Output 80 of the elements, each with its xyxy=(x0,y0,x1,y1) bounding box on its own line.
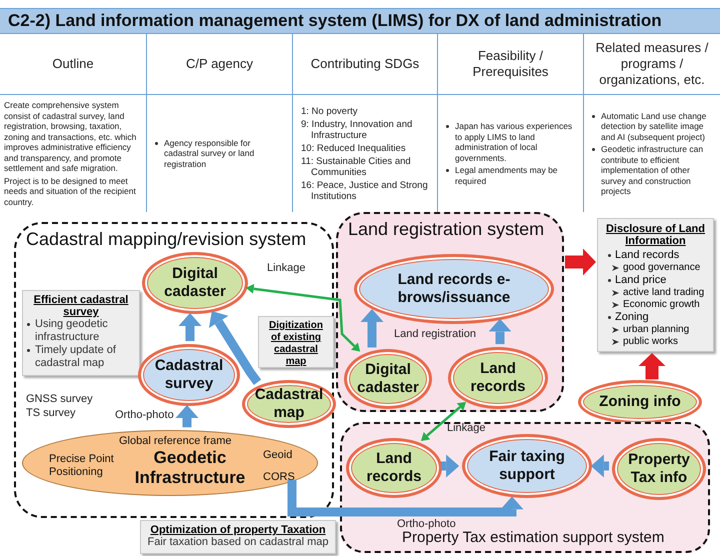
column-header: Related measures / programs / organizations, etc. xyxy=(594,40,710,88)
box-heading: Disclosure of Land Information xyxy=(604,223,706,247)
table-cell: 16: Peace, Justice and Strong Institutions xyxy=(301,180,429,202)
node-label: CORS xyxy=(263,470,295,485)
edge-label: Linkage xyxy=(266,262,307,274)
column-header: C/P agency xyxy=(186,56,253,72)
group-title: Cadastral mapping/revision system xyxy=(26,228,306,251)
box-heading: Digitization of existing cadastral map xyxy=(268,320,324,368)
node-label: Global reference frame xyxy=(119,434,232,449)
node-label: Zoning info xyxy=(598,393,682,411)
list-item: good governance xyxy=(623,262,700,274)
column-header: Feasibility / Prerequisites xyxy=(472,48,550,80)
list-item: Land price xyxy=(615,274,666,287)
linkage-arrow xyxy=(246,284,360,352)
group-panel xyxy=(336,212,564,412)
group-title: Property Tax estimation support system xyxy=(402,528,664,548)
block-arrow xyxy=(488,318,512,344)
annotation-label: Land registration xyxy=(394,328,476,340)
edge-label: Ortho-photo xyxy=(396,518,457,530)
group-panel xyxy=(14,222,334,518)
list-item: urban planning xyxy=(623,324,690,336)
list-item: Zoning xyxy=(615,311,649,324)
box-heading: Optimization of property Taxation xyxy=(149,524,327,536)
column-header: Contributing SDGs xyxy=(310,56,420,72)
node-label: Geoid xyxy=(263,448,292,463)
block-arrow xyxy=(441,454,460,478)
block-arrow xyxy=(638,353,666,380)
edge-label: Ortho-photo xyxy=(114,409,175,421)
block-arrow xyxy=(590,454,609,478)
group-panel xyxy=(340,422,710,553)
table-cell-text: 11: Sustainable Cities and Communities xyxy=(301,156,412,178)
node-label: Property Tax info xyxy=(627,451,691,487)
block-arrow xyxy=(176,405,198,428)
box-text: Fair taxation based on cadastral map xyxy=(146,536,330,549)
block-arrow xyxy=(208,310,262,385)
table-cell-text: Legal amendments may be required xyxy=(455,165,559,186)
table-cell-text: Geodetic infrastructure can contribute to efficient implementation of other survey and construction projects xyxy=(601,144,704,196)
table-cell-text: Automatic Land use change detection by satellite image and AI (subsequent project) xyxy=(601,110,708,142)
column-header: Outline xyxy=(52,56,94,72)
process-ellipse xyxy=(138,344,240,406)
table-cell-text: 1: No poverty xyxy=(301,106,358,116)
node-label: Land records xyxy=(469,360,527,396)
node-label: Precise Point Positioning xyxy=(49,453,115,479)
note-box xyxy=(258,316,334,368)
block-arrow xyxy=(178,313,202,342)
table-cell-text: Agency responsible for cadastral survey or land registration xyxy=(164,138,256,170)
table-cell-text: 10: Reduced Inequalities xyxy=(301,142,407,154)
node-label: Digital cadaster xyxy=(356,361,420,397)
table-cell-text: Project is to be designed to meet needs and situation of the recipient country. xyxy=(4,176,137,207)
annotation-label: TS survey xyxy=(26,407,76,419)
annotation-label: GNSS survey xyxy=(26,393,93,405)
node-label: Geodetic Infrastructure xyxy=(134,448,246,488)
note-box xyxy=(597,218,714,352)
note-box xyxy=(140,520,336,554)
node-label: Land records xyxy=(365,450,423,486)
node-label: Fair taxing support xyxy=(488,448,566,484)
block-arrow xyxy=(360,309,384,348)
node-label: Cadastral survey xyxy=(154,357,224,393)
list-item: public works xyxy=(623,336,678,348)
list-item: Land records xyxy=(615,249,680,262)
node-label: Land records e-brows/issuance xyxy=(396,271,512,307)
block-arrow xyxy=(565,248,596,276)
list-item: Using geodetic infrastructure xyxy=(35,318,109,344)
list-item: Timely update of cadastral map xyxy=(35,344,117,370)
table-cell-text: Create comprehensive system consist of cadastral survey, land registration, browsing, taxation, zoning and transactions, etc. which improves administrative efficiency and transparency, and promote settlement and safe migration. xyxy=(4,100,138,174)
note-box xyxy=(22,290,140,376)
linkage-arrow xyxy=(420,402,466,441)
process-ellipse xyxy=(344,349,432,409)
box-heading: Efficient cadastral survey xyxy=(32,294,130,318)
node-label: Digital cadaster xyxy=(163,265,227,301)
list-item: active land trading xyxy=(623,287,704,299)
node-label: Cadastral map xyxy=(254,386,324,422)
group-title: Land registration system xyxy=(348,218,544,241)
edge-label: Linkage xyxy=(446,422,487,434)
table-cell-text: Japan has various experiences to apply LIMS to land administration of local governments. xyxy=(455,121,574,163)
title-bar: C2-2) Land information management system (LIMS) for DX of land administration xyxy=(0,8,720,34)
block-arrow xyxy=(288,480,524,516)
process-ellipse xyxy=(242,380,336,428)
list-item: Economic growth xyxy=(623,299,700,311)
table-cell-text: 9: Industry, Innovation and Infrastructure xyxy=(301,118,414,140)
